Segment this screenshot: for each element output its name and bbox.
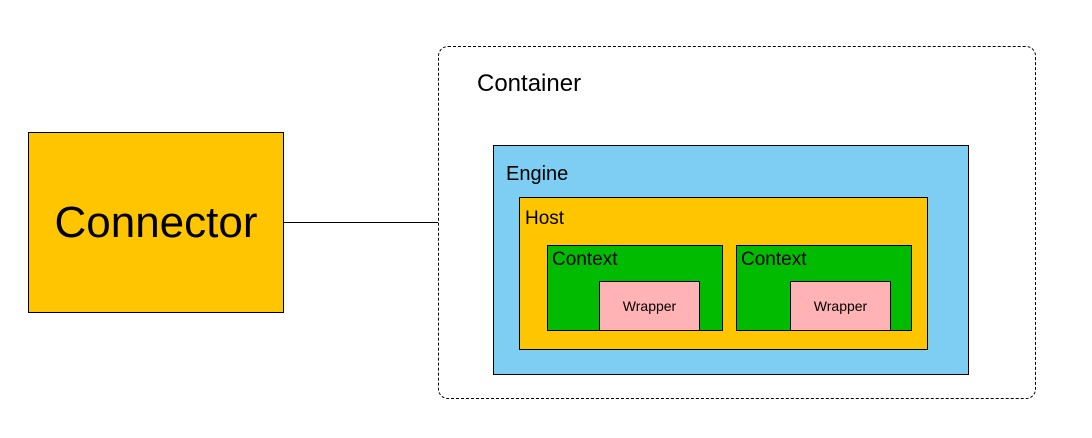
connector-container-link — [284, 222, 438, 223]
wrapper-label-2: Wrapper — [813, 298, 868, 314]
wrapper-label-1: Wrapper — [622, 298, 677, 314]
context-label-1: Context — [552, 249, 618, 270]
wrapper-box-1: Wrapper — [599, 281, 700, 331]
engine-label: Engine — [506, 163, 569, 185]
container-box — [438, 46, 1036, 399]
wrapper-box-2: Wrapper — [790, 281, 891, 331]
container-label: Container — [477, 70, 582, 97]
host-label: Host — [525, 208, 565, 229]
connector-label: Connector — [54, 197, 258, 247]
context-label-2: Context — [741, 249, 807, 270]
connector-box: Connector — [28, 132, 284, 313]
